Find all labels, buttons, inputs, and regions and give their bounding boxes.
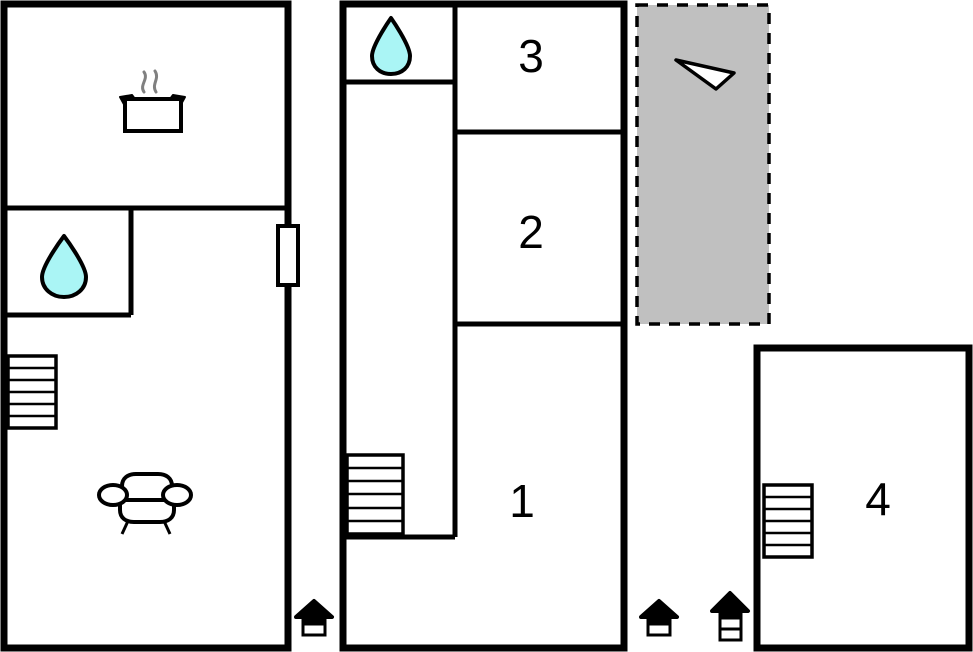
direction-arrow-icon — [674, 58, 736, 91]
marker-upper-block — [718, 604, 743, 620]
entrance-marker-1 — [294, 599, 334, 637]
staircase-icon — [345, 453, 405, 536]
marker-lower-block — [301, 622, 327, 637]
right-building: 4 — [753, 344, 973, 652]
staircase-icon — [6, 354, 58, 430]
water-drop-icon — [370, 16, 412, 76]
room-label-4: 4 — [865, 473, 891, 525]
steam-wisp — [152, 69, 159, 94]
room-label-2: 2 — [518, 206, 544, 258]
marker-upper-block — [646, 611, 672, 626]
middle-building: 3 2 1 — [339, 0, 628, 652]
terrace-fill — [637, 5, 769, 324]
left-building — [0, 0, 300, 652]
marker-upper-block — [301, 611, 327, 626]
terrace-dashed-border — [635, 3, 771, 326]
marker-lower-block — [646, 622, 672, 637]
steam-wisp — [141, 70, 147, 94]
entrance-marker-3 — [710, 591, 750, 642]
marker-lower-block — [718, 627, 743, 642]
room-label-1: 1 — [509, 475, 535, 527]
water-drop-icon — [40, 234, 88, 299]
room-label-3: 3 — [518, 30, 544, 82]
staircase-icon — [762, 483, 814, 559]
entrance-marker-2 — [639, 599, 679, 637]
window-icon — [276, 224, 300, 287]
sofa-icon — [97, 472, 193, 535]
cooking-pot-icon — [119, 69, 186, 133]
right-building-outline — [753, 344, 973, 652]
marker-middle-block — [718, 616, 743, 631]
terrace-area — [635, 3, 771, 326]
